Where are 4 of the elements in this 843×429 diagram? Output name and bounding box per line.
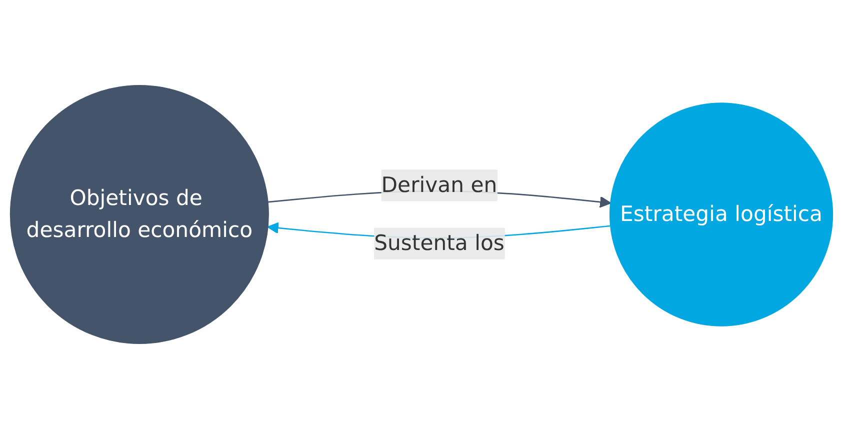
edge-label: Sustenta los xyxy=(374,230,504,256)
node-circle: Objetivos de desarrollo económico xyxy=(10,84,269,344)
edge-label: Derivan en xyxy=(381,172,498,198)
node-circle: Estrategia logística xyxy=(609,102,834,326)
